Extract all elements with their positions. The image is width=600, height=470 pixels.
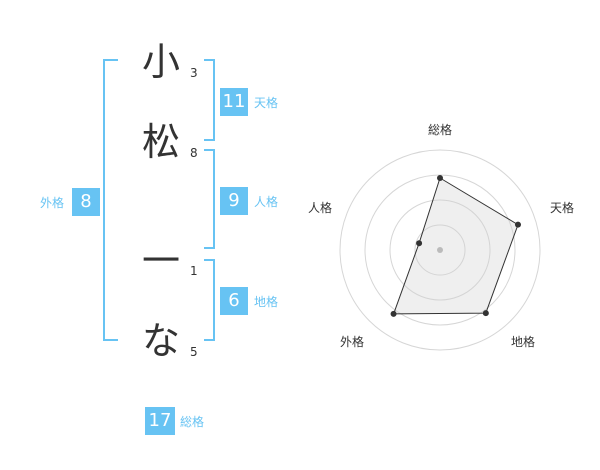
chikaku-label: 地格	[254, 295, 279, 309]
radar-label-soukaku: 総格	[428, 123, 453, 137]
jinkaku-value: 9	[220, 187, 248, 215]
name-char-1: 小	[142, 40, 181, 84]
radar-label-jinkaku: 人格	[308, 201, 333, 215]
stroke-count-3: 1	[190, 264, 198, 278]
radar-point-5	[416, 240, 423, 247]
name-char-2: 松	[142, 120, 181, 164]
chikaku-value: 6	[220, 287, 248, 315]
chikaku-bracket	[204, 259, 215, 341]
radar-center	[437, 247, 443, 253]
gaikaku-bracket	[103, 59, 118, 341]
tenkaku-label: 天格	[254, 96, 279, 110]
tenkaku-bracket	[204, 59, 215, 141]
radar-point-1	[437, 175, 443, 181]
stroke-count-4: 5	[190, 345, 198, 359]
radar-polygon	[392, 177, 519, 315]
radar-ring	[389, 199, 491, 301]
name-char-4: な	[142, 319, 181, 363]
radar-point-4	[390, 310, 397, 317]
jinkaku-bracket	[204, 149, 215, 249]
stroke-count-2: 8	[190, 146, 198, 160]
tenkaku-value: 11	[220, 88, 248, 116]
radar-ring	[339, 149, 541, 351]
radar-label-chikaku: 地格	[511, 335, 536, 349]
radar-label-gaikaku: 外格	[340, 335, 365, 349]
gaikaku-label: 外格	[40, 196, 65, 210]
radar-chart	[339, 149, 541, 351]
soukaku-label: 総格	[180, 415, 205, 429]
radar-point-3	[482, 310, 489, 317]
radar-ring	[414, 224, 466, 276]
radar-point-2	[514, 221, 521, 228]
gaikaku-value: 8	[72, 188, 100, 216]
radar-label-tenkaku: 天格	[550, 201, 575, 215]
name-char-3: 一	[142, 239, 181, 283]
stroke-count-1: 3	[190, 66, 198, 80]
jinkaku-label: 人格	[254, 195, 279, 209]
soukaku-value: 17	[145, 407, 175, 435]
